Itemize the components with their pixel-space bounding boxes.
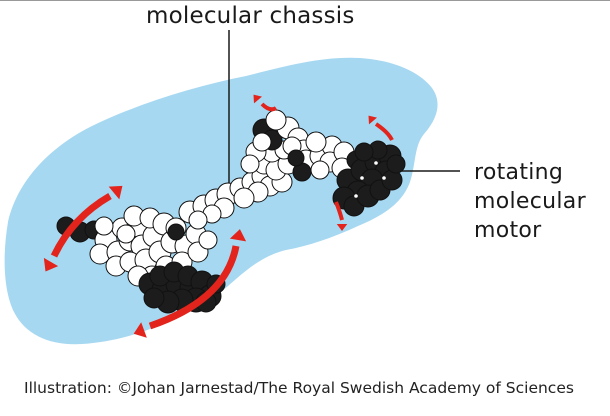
illustration-credit: Illustration: ©Johan Jarnestad/The Royal… xyxy=(24,379,574,397)
rotating-motor-label: rotating molecular motor xyxy=(474,158,586,245)
white-atom xyxy=(188,210,208,230)
white-atom xyxy=(310,160,330,180)
white-atom xyxy=(94,216,114,236)
motor-label-line-1: rotating xyxy=(474,160,564,185)
rotation-arrowhead xyxy=(253,94,263,104)
motor-label-line-2: molecular xyxy=(474,189,586,214)
rotation-arrowhead xyxy=(336,224,348,231)
rotation-arrowhead xyxy=(229,229,247,242)
motor-marker-dot xyxy=(354,194,358,198)
rotation-arrow xyxy=(148,245,240,330)
white-atom xyxy=(116,224,136,244)
motor-marker-dot xyxy=(360,176,364,180)
motor-marker-dot xyxy=(382,176,386,180)
white-atom xyxy=(305,131,327,153)
molecular-chassis-label: molecular chassis xyxy=(146,3,355,29)
white-atom xyxy=(233,187,255,209)
motor-marker-dot xyxy=(374,161,378,165)
molecule-atoms xyxy=(56,109,406,314)
rotation-arrow xyxy=(50,192,112,258)
black-atom xyxy=(386,154,406,174)
white-atom xyxy=(252,132,272,152)
rotation-arrowhead xyxy=(108,185,123,200)
white-atom xyxy=(265,109,287,131)
rotation-arrowhead xyxy=(43,257,59,272)
motor-marker-dots xyxy=(354,161,386,198)
rotation-arrow xyxy=(260,102,278,112)
black-atom xyxy=(143,287,165,309)
rotation-arrow xyxy=(334,201,344,221)
rotation-arrows xyxy=(43,94,394,338)
rotation-arrowhead xyxy=(368,115,378,125)
motor-label-line-3: motor xyxy=(474,218,542,243)
rotation-arrow xyxy=(374,122,394,141)
white-atom xyxy=(198,230,218,250)
rotation-arrowhead xyxy=(133,322,147,338)
black-atom xyxy=(287,149,305,167)
white-atom xyxy=(240,154,260,174)
black-atom xyxy=(354,142,374,162)
black-atom xyxy=(167,223,185,241)
